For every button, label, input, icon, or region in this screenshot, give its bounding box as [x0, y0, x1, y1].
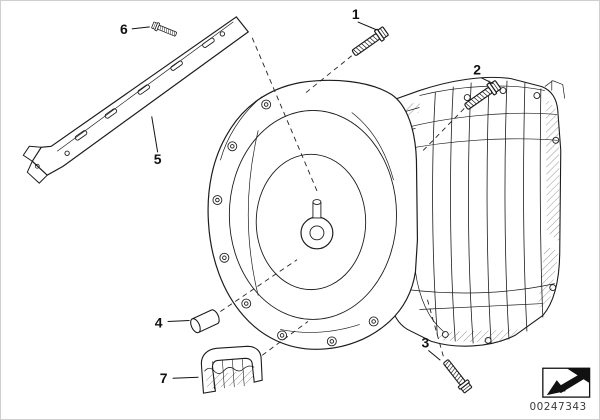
- part-heat-shield-bracket: [22, 16, 250, 184]
- callout-4[interactable]: 4: [155, 314, 163, 330]
- part-bolt-2: [461, 78, 503, 113]
- part-screw-6: [150, 20, 178, 39]
- image-number: 00247343: [530, 401, 587, 413]
- part-bolt-3: [440, 357, 474, 395]
- callout-leader-lines: [131, 21, 494, 379]
- part-dowel-sleeve: [190, 309, 220, 334]
- part-bolt-1: [349, 25, 390, 59]
- part-corrugated-clamp: [200, 345, 263, 394]
- direction-arrow-icon: [542, 367, 591, 398]
- callout-7[interactable]: 7: [160, 370, 168, 386]
- callout-6[interactable]: 6: [120, 21, 128, 37]
- assembly-dashed-lines: [220, 37, 465, 357]
- callout-3[interactable]: 3: [422, 334, 430, 350]
- callout-5[interactable]: 5: [154, 151, 162, 167]
- gearbox-body-drawing: [389, 76, 566, 347]
- bell-housing-drawing: [207, 79, 444, 350]
- callout-2[interactable]: 2: [473, 62, 481, 78]
- callout-1[interactable]: 1: [352, 6, 360, 22]
